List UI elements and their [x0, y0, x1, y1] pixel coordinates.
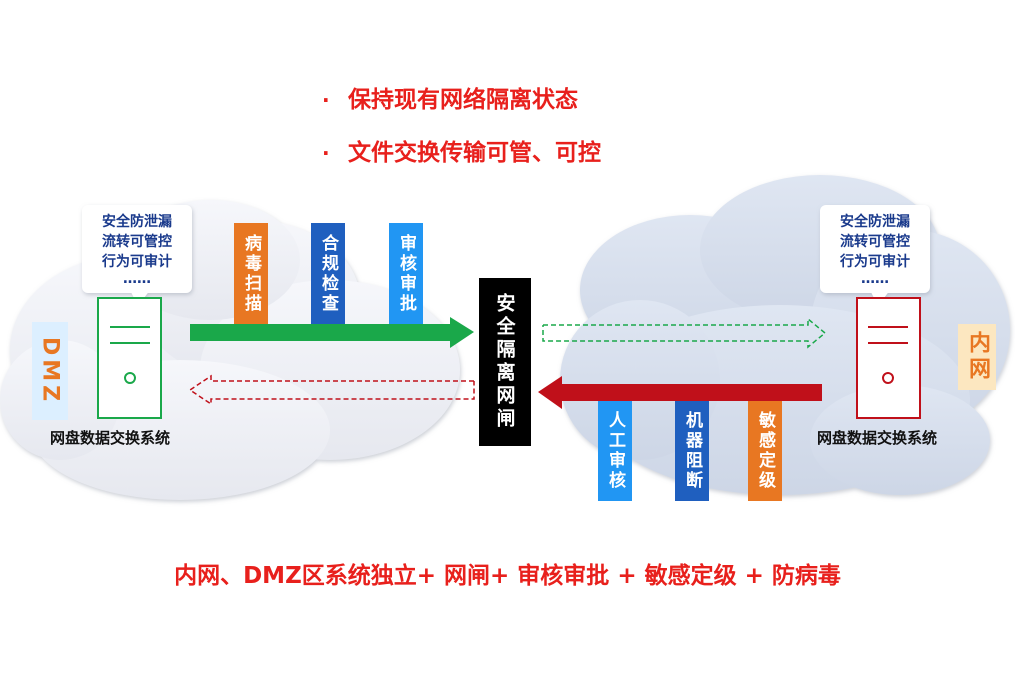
security-gate: 安全隔离网闸	[479, 278, 531, 446]
bullet-text: 文件交换传输可管、可控	[348, 140, 601, 166]
review-approval-box: 审核审批	[389, 223, 423, 324]
note-line: 流转可管控	[840, 234, 910, 250]
note-line: 行为可审计	[840, 254, 910, 270]
note-line: 行为可审计	[102, 254, 172, 270]
sensitivity-grading-box: 敏感定级	[748, 401, 782, 501]
bullet-item: · 文件交换传输可管、可控	[322, 133, 601, 186]
red-dashed-arrow	[188, 374, 475, 406]
right-note-text: 安全防泄漏 流转可管控 行为可审计 ……	[820, 212, 930, 286]
note-line: ……	[123, 271, 151, 287]
note-line: 安全防泄漏	[102, 214, 172, 230]
dmz-zone-label: DMZ	[32, 322, 68, 420]
bullet-item: · 保持现有网络隔离状态	[322, 80, 601, 133]
dmz-server-label: 网盘数据交换系统	[50, 429, 171, 447]
bullet-marker: ·	[322, 88, 330, 112]
note-line: 流转可管控	[102, 234, 172, 250]
virus-scan-box: 病毒扫描	[234, 223, 268, 324]
green-dashed-arrow	[542, 317, 827, 349]
compliance-check-box: 合规检查	[311, 223, 345, 324]
note-line: 安全防泄漏	[840, 214, 910, 230]
left-note-text: 安全防泄漏 流转可管控 行为可审计 ……	[82, 212, 192, 286]
intranet-server-icon	[856, 297, 921, 419]
manual-review-box: 人工审核	[598, 401, 632, 501]
bullet-text: 保持现有网络隔离状态	[348, 87, 578, 113]
intranet-zone-label: 内网	[958, 324, 996, 390]
bullet-marker: ·	[322, 141, 330, 165]
bullet-list: · 保持现有网络隔离状态 · 文件交换传输可管、可控	[322, 80, 601, 186]
red-solid-arrow	[538, 376, 822, 409]
green-solid-arrow	[190, 317, 474, 348]
summary-footer: 内网、DMZ区系统独立+ 网闸+ 审核审批 + 敏感定级 + 防病毒	[174, 563, 841, 589]
machine-block-box: 机器阻断	[675, 401, 709, 501]
dmz-server-icon	[97, 297, 162, 419]
note-line: ……	[861, 271, 889, 287]
intranet-server-label: 网盘数据交换系统	[817, 429, 938, 447]
